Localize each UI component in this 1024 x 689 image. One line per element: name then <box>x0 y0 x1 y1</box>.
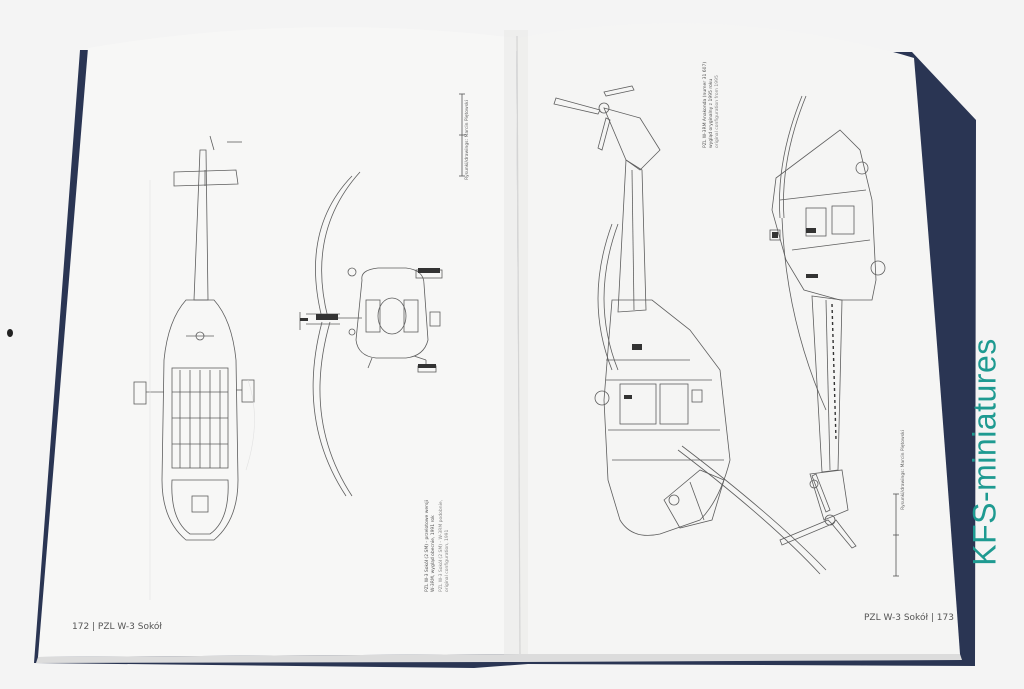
right-caption: PZL W-3RM Anakonda (numer 31 607) wygląd… <box>702 62 720 148</box>
svg-text:wygląd oryginalny z 1995 roku: wygląd oryginalny z 1995 roku <box>708 79 714 148</box>
svg-text:original configuration from 19: original configuration from 1995 <box>714 75 720 148</box>
watermark: KFS-miniatures <box>966 338 1003 566</box>
left-page-folio: 172 | PZL W-3 Sokół <box>72 622 162 632</box>
top-view-helicopter-drawing <box>133 135 255 541</box>
left-drawing-credit: Rysunki/drawings: Marcin Piętowski <box>464 100 470 180</box>
left-caption: PZL W-3 Sokół (2 SM) - przelotowe wersji… <box>423 500 450 592</box>
left-page <box>38 27 520 657</box>
svg-text:W-3RM, wygląd obecnie, 1991 ro: W-3RM, wygląd obecnie, 1991 rok <box>430 515 436 592</box>
right-scale-bar <box>893 493 899 577</box>
svg-text:PZL W-3 Sokół (2 SM) - przelot: PZL W-3 Sokół (2 SM) - przelotowe wersji <box>423 500 430 592</box>
svg-text:PZL W-3 Sokół (2 SM) - W-3RM p: PZL W-3 Sokół (2 SM) - W-3RM podobnie, <box>437 500 444 592</box>
svg-text:original configuration, 1991: original configuration, 1991 <box>444 529 450 592</box>
right-page-folio: PZL W-3 Sokół | 173 <box>864 613 954 623</box>
right-drawing-credit: Rysunki/drawings: Marcin Piętowski <box>900 430 906 510</box>
side-view-helicopter-drawing <box>553 85 827 575</box>
side-view-helicopter-drawing-variant <box>769 95 886 549</box>
right-page <box>516 22 960 655</box>
left-scale-bar <box>459 93 465 177</box>
front-view-helicopter-drawing <box>299 171 443 497</box>
svg-text:PZL W-3RM Anakonda (numer 31 6: PZL W-3RM Anakonda (numer 31 607) <box>702 62 708 148</box>
